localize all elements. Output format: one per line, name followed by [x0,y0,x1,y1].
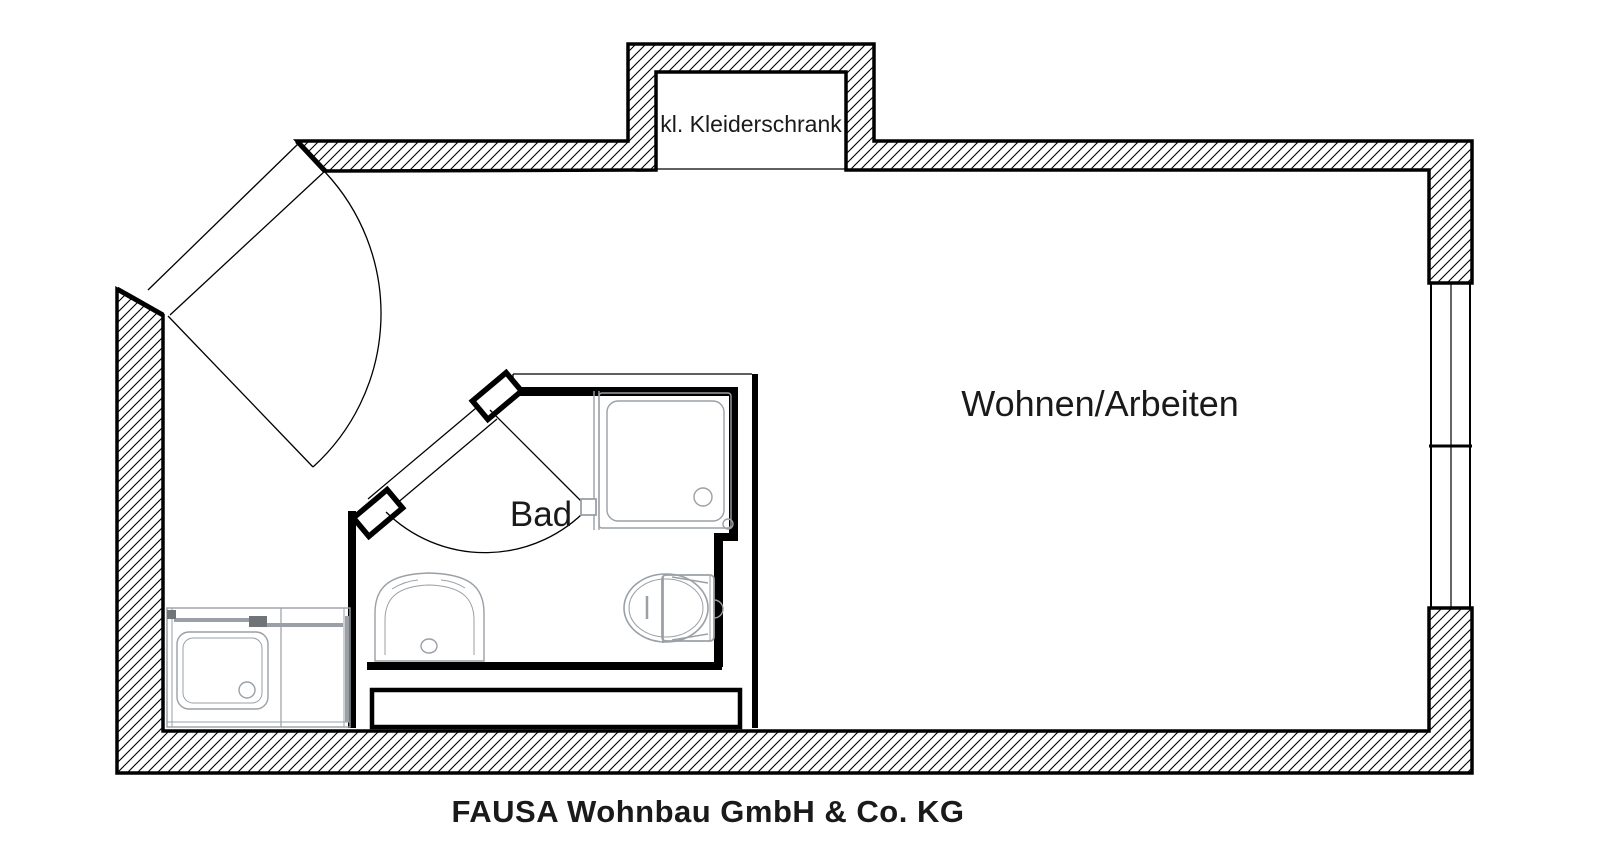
label-living-working: Wohnen/Arbeiten [961,383,1239,424]
wall-top [292,42,1474,285]
bathroom-door [349,368,589,554]
fixtures [166,391,734,728]
entry-shower-drain [238,681,256,699]
entrance-threshold-outer [147,142,300,291]
toilet-seat-edge [671,633,709,641]
bathroom-door-jamb [468,368,526,424]
bathroom-wall-nook-east [714,533,723,667]
shower-cabin-bath [580,391,734,530]
toilet-bowl-inner [628,578,704,638]
toilet [623,573,724,643]
toilet-wall-connector [713,599,724,619]
bathroom-wall-shower-east [729,387,738,533]
entry-shower-frame [166,607,351,728]
entrance-threshold-inner [169,170,326,316]
bathroom-door-swing-arc [385,507,589,554]
toilet-seat-edge [671,576,709,584]
bathroom-wall-step [714,533,738,541]
washbasin-detail-lines [391,579,466,590]
shower-tray-inner [606,400,725,522]
shower-drain [693,487,713,507]
entry-shower-head [167,610,176,619]
bathroom-opening-line [382,418,498,516]
bathroom-wall-west [348,511,356,728]
washbasin-drain [420,638,438,654]
wall-cap-top [295,139,327,173]
bathroom-opening-line [367,402,483,500]
washbasin [374,572,485,662]
bathroom-walls [348,373,758,728]
company-footer: FAUSA Wohnbau GmbH & Co. KG [452,794,965,829]
bathroom-door-jamb [349,485,407,541]
exterior-walls [115,42,1474,775]
bathroom-wall-north [513,387,738,396]
entry-shower-handle [249,616,267,627]
entrance-door-swing-arc [312,171,382,468]
entry-shower-tray-outer [176,631,269,710]
label-bathroom: Bad [510,495,572,534]
shower-cabin-entry [166,607,351,728]
wall-bottom-left [115,286,1474,775]
toilet-cistern [661,574,715,642]
entrance-door [147,142,382,468]
entry-shower-tray-inner [182,637,263,704]
bathroom-door-leaf [489,409,589,509]
windows-right [1429,283,1472,608]
washbasin-inner [384,584,475,655]
bathroom-wall-east-face [752,374,758,728]
wall-cap-left [115,286,165,318]
entrance-door-leaf [167,315,314,468]
plumbing-bench [369,687,743,730]
toilet-bowl-outer [623,573,709,643]
shower-door-handle [580,498,597,516]
bathroom-wall-south [367,662,722,670]
washbasin-outer [374,572,485,662]
shower-tray-outer [598,392,732,529]
shower-corner-fitting [722,518,734,530]
label-closet: kl. Kleiderschrank [660,111,842,137]
